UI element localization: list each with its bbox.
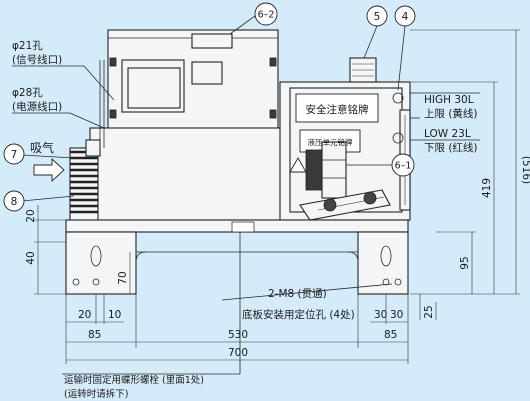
dim-85-left: 85 xyxy=(88,329,101,341)
callout-8-label: 8 xyxy=(11,196,18,208)
dim-85-right: 85 xyxy=(384,329,397,341)
transport-bolt-label: 运输时固定用蝶形螺栓 (里面1处) xyxy=(64,374,204,386)
base-plate xyxy=(65,219,409,295)
hole-28-label: φ28孔 xyxy=(12,86,43,99)
callout-6-1: 6–1 xyxy=(391,153,415,177)
power-port-label: (电源线口) xyxy=(12,100,62,113)
dim-700: 700 xyxy=(228,347,248,359)
dim-530: 530 xyxy=(228,329,248,341)
dim-70: 70 xyxy=(117,271,129,284)
callout-8: 8 xyxy=(3,190,25,212)
dim-20-vertical: 20 xyxy=(25,209,37,222)
bolt-spec-label: 2-M8 (贯通) xyxy=(268,288,327,300)
dim-516: (516) xyxy=(520,156,530,184)
unit-plate-label: 液压单元铭牌 xyxy=(308,137,353,147)
remove-note-label: (运转时请拆下) xyxy=(64,388,128,400)
dimension-lines xyxy=(34,29,520,364)
intake-arrow-icon xyxy=(33,157,65,183)
dim-20-horizontal: 20 xyxy=(78,309,91,321)
leader-lines xyxy=(12,15,480,375)
lower-limit-label: 下限 (红线) xyxy=(424,141,478,154)
low-level-label: LOW 23L xyxy=(424,128,471,140)
safety-plate-label: 安全注意铭牌 xyxy=(306,103,369,116)
warning-icon xyxy=(289,157,307,173)
dim-95: 95 xyxy=(459,256,471,269)
callout-6-1-label: 6–1 xyxy=(395,161,412,172)
locating-holes-label: 底板安装用定位孔 (4处) xyxy=(242,308,355,321)
pump-assembly xyxy=(299,141,391,221)
control-box xyxy=(107,29,279,141)
callout-4: 4 xyxy=(394,5,416,27)
callout-7-label: 7 xyxy=(11,149,18,161)
hole-21-label: φ21孔 xyxy=(12,39,43,52)
motor-fins xyxy=(69,60,105,221)
dim-25: 25 xyxy=(423,305,435,318)
callout-6-2-label: 6–2 xyxy=(258,10,275,21)
dim-419: 419 xyxy=(481,178,493,198)
dim-40: 40 xyxy=(25,251,37,264)
callout-5: 5 xyxy=(366,5,388,27)
callout-4-label: 4 xyxy=(402,11,409,23)
intake-label: 吸气 xyxy=(30,140,54,155)
breather-cap xyxy=(349,57,377,83)
callout-6-2: 6–2 xyxy=(254,2,278,26)
dim-30-b: 30 xyxy=(390,309,403,321)
high-level-label: HIGH 30L xyxy=(424,94,474,106)
dim-30-a: 30 xyxy=(374,309,387,321)
callout-5-label: 5 xyxy=(374,11,381,23)
upper-limit-label: 上限 (黄线) xyxy=(424,107,478,120)
signal-port-label: (信号线口) xyxy=(12,53,62,66)
dim-10: 10 xyxy=(108,309,121,321)
callout-7: 7 xyxy=(3,143,25,165)
